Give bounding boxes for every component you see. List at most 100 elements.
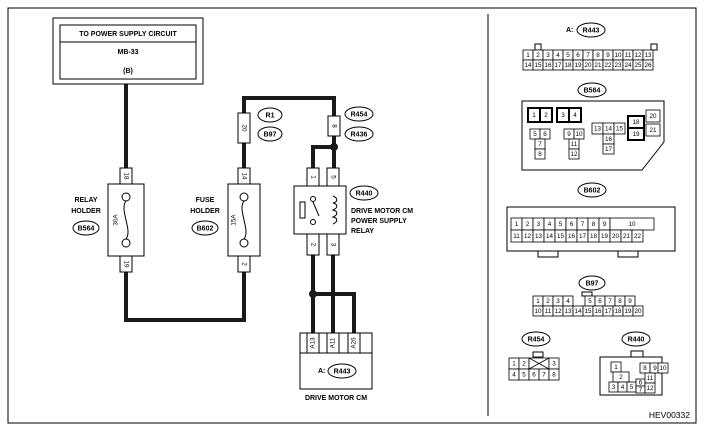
r443-pin-label: 24 xyxy=(624,62,632,69)
b602-pin-label: 19 xyxy=(601,233,609,240)
b602-pin-label: 14 xyxy=(546,233,554,240)
r443-pin-label: 9 xyxy=(606,52,610,59)
r454-pin-label: 6 xyxy=(532,372,536,379)
wire-splice-to-relay xyxy=(311,145,336,186)
r443-pin-label: 21 xyxy=(594,62,602,69)
b602-pin-label: 8 xyxy=(592,221,596,228)
fuse-holder-conn: B602 xyxy=(197,226,214,233)
b97-pin-label: 8 xyxy=(618,298,622,305)
r440-pin-label: 3 xyxy=(612,384,616,391)
r440-pin-label: 4 xyxy=(621,384,625,391)
b564-pin-label: 5 xyxy=(533,131,537,138)
r443-pin-label: 4 xyxy=(556,52,560,59)
svg-text:18: 18 xyxy=(122,172,129,180)
relay-label-2: POWER SUPPLY xyxy=(351,218,407,225)
r443-pin-label: 7 xyxy=(586,52,590,59)
svg-text:A13: A13 xyxy=(310,337,317,349)
power-box-circuit: MB-33 xyxy=(117,49,138,56)
svg-text:14: 14 xyxy=(240,172,247,180)
b97-pin-label: 14 xyxy=(574,308,582,315)
b564-pin-label: 12 xyxy=(570,151,578,158)
b602-pin-label: 12 xyxy=(524,233,532,240)
svg-text:B602: B602 xyxy=(584,188,601,195)
connector-r454-r436: 8 R454 R436 xyxy=(327,106,374,142)
relay-holder: 18 30A 19 RELAY HOLDER B564 xyxy=(71,167,145,273)
r443-pin-26 xyxy=(642,59,654,71)
r454-blank-cell xyxy=(528,357,550,370)
svg-text:5: 5 xyxy=(329,175,336,179)
b602-pin-22 xyxy=(631,229,644,243)
r443-pin-label: 19 xyxy=(574,62,582,69)
r454-pin-label: 7 xyxy=(542,372,546,379)
r454-pin-label: 2 xyxy=(522,361,526,368)
b564-pin-label: 14 xyxy=(605,126,613,133)
wires xyxy=(124,84,356,333)
svg-text:A26: A26 xyxy=(351,337,358,349)
b97-pin-label: 16 xyxy=(594,308,602,315)
b564-pin-8 xyxy=(534,148,546,160)
b97-pin-label: 19 xyxy=(624,308,632,315)
r440-pin-label: 1 xyxy=(614,364,618,371)
svg-text:2: 2 xyxy=(240,262,247,266)
power-box-terminal: (B) xyxy=(123,68,133,75)
r443-pin-label: 3 xyxy=(546,52,550,59)
b564-pin-label: 15 xyxy=(616,126,624,133)
b97-pin-20 xyxy=(632,305,644,317)
b97-pin-label: 3 xyxy=(556,298,560,305)
r440-pin-label: 5 xyxy=(630,384,634,391)
b602-pin-label: 3 xyxy=(537,221,541,228)
r443-pin-label: 25 xyxy=(634,62,642,69)
b602-pin-label: 2 xyxy=(526,221,530,228)
b97-pin-label: 18 xyxy=(614,308,622,315)
r440-pin-label: 11 xyxy=(647,375,654,382)
b97-pin-label: 4 xyxy=(566,298,570,305)
b564-pin-label: 20 xyxy=(649,113,657,120)
b564-pin-label: 16 xyxy=(605,136,613,143)
b564-pin-label: 10 xyxy=(575,131,583,138)
r443-pin-label: 26 xyxy=(644,62,652,69)
b602-pin-label: 17 xyxy=(579,233,587,240)
b564-pin-label: 6 xyxy=(543,131,547,138)
b564-pin-label: 19 xyxy=(632,131,640,138)
b97-pin-label: 5 xyxy=(588,298,592,305)
power-box-inner xyxy=(59,24,197,80)
b97-pin-label: 15 xyxy=(584,308,592,315)
power-box-title: TO POWER SUPPLY CIRCUIT xyxy=(79,31,177,38)
relay-holder-label-1: RELAY xyxy=(74,197,97,204)
b564-pin-17 xyxy=(602,143,615,155)
wire-relay-to-fuse xyxy=(124,272,246,322)
outer-frame xyxy=(7,7,697,424)
b602-pin-label: 5 xyxy=(559,221,563,228)
b97-pin-label: 11 xyxy=(545,308,552,315)
svg-text:B97: B97 xyxy=(264,132,277,139)
b564-pin-15 xyxy=(613,122,626,135)
fuse-holder: 14 15A 2 FUSE HOLDER B602 xyxy=(190,167,261,273)
svg-text:3: 3 xyxy=(329,243,336,247)
relay-holder-label-2: HOLDER xyxy=(71,208,101,215)
b602-pin-label: 1 xyxy=(515,221,519,228)
svg-text:15A: 15A xyxy=(231,214,238,226)
b564-pin-label: 3 xyxy=(561,112,565,119)
r440-pin-label: 2 xyxy=(619,374,623,381)
r454-pin-label: 8 xyxy=(552,372,556,379)
b564-pin-label: 21 xyxy=(649,127,657,134)
r443-pin-label: 10 xyxy=(614,52,622,59)
b564-pin-label: 17 xyxy=(605,146,613,153)
fuse-element-30a xyxy=(123,200,129,240)
b564-pin-label: 9 xyxy=(567,131,571,138)
relay-label-3: RELAY xyxy=(351,228,374,235)
b602-pin-label: 9 xyxy=(603,221,607,228)
svg-text:A11: A11 xyxy=(330,337,337,348)
svg-text:R440: R440 xyxy=(628,337,645,344)
svg-text:19: 19 xyxy=(122,260,129,268)
r454-pin-label: 5 xyxy=(522,372,526,379)
power-supply-relay: 1 5 2 3 R440 DRIVE MOTOR CM POWER SUPPLY… xyxy=(293,167,413,256)
svg-text:R454: R454 xyxy=(351,112,368,119)
b97-pin-label: 2 xyxy=(546,298,550,305)
b602-pin-label: 6 xyxy=(570,221,574,228)
r443-pin-label: 5 xyxy=(566,52,570,59)
svg-text:1: 1 xyxy=(309,175,316,179)
b602-pin-label: 4 xyxy=(548,221,552,228)
b564-pin-21 xyxy=(645,123,661,137)
